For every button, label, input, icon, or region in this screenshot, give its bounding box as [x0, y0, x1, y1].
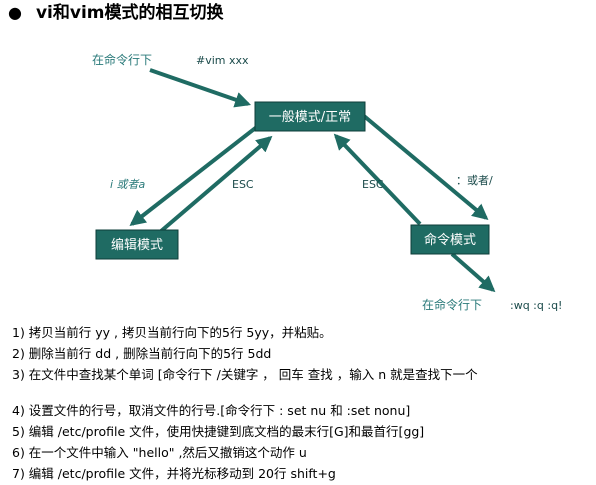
normal-mode-label: 一般模式/正常: [269, 109, 351, 125]
vim-command-label: #vim xxx: [196, 54, 249, 67]
mode-switch-diagram: 一般模式/正常 编辑模式 命令模式 在命令行下 #vim xxx i 或者a E…: [92, 52, 562, 312]
normal-mode-box: 一般模式/正常: [254, 101, 366, 132]
arrow-command-to-normal: [333, 133, 422, 226]
esc-right-label: ESC: [362, 178, 384, 191]
note-item-4: 4) 设置文件的行号，取消文件的行号.[命令行下 : set nu 和 :set…: [12, 403, 411, 418]
edit-mode-label: 编辑模式: [111, 238, 163, 253]
quit-commands-label: :wq :q :q!: [510, 299, 562, 312]
command-mode-label: 命令模式: [424, 232, 476, 248]
enter-command-label: ：或者/: [456, 174, 493, 187]
note-item-6: 6) 在一个文件中输入 "hello" ,然后又撤销这个动作 u: [12, 445, 307, 460]
edit-mode-box: 编辑模式: [95, 229, 179, 260]
title-text: vi和vim模式的相互切换: [35, 3, 224, 23]
arrow-normal-to-edit: [129, 124, 260, 226]
arrow-normal-to-command: [362, 114, 489, 221]
notes-list: 1) 拷贝当前行 yy , 拷贝当前行向下的5行 5yy，并粘贴。 2) 删除当…: [12, 322, 592, 484]
note-item-7: 7) 编辑 /etc/profile 文件，并将光标移动到 20行 shift+…: [12, 466, 336, 481]
page-title: ● vi和vim模式的相互切换: [8, 0, 224, 26]
bullet-icon: ●: [8, 3, 22, 22]
esc-left-label: ESC: [232, 178, 254, 191]
arrow-command-to-exit: [450, 252, 496, 293]
top-prompt-label: 在命令行下: [92, 52, 152, 67]
list-spacer: [12, 385, 592, 400]
enter-edit-label: i 或者a: [110, 178, 146, 191]
command-mode-box: 命令模式: [410, 224, 490, 255]
note-item-2: 2) 删除当前行 dd , 删除当前行向下的5行 5dd: [12, 346, 272, 361]
note-item-3: 3) 在文件中查找某个单词 [命令行下 /关键字 ， 回车 查找 ，输入 n 就…: [12, 367, 478, 382]
note-item-1: 1) 拷贝当前行 yy , 拷贝当前行向下的5行 5yy，并粘贴。: [12, 325, 332, 340]
note-item-5: 5) 编辑 /etc/profile 文件，使用快捷键到底文档的最末行[G]和最…: [12, 424, 425, 439]
arrow-start-to-normal: [149, 68, 252, 108]
bottom-prompt-label: 在命令行下: [422, 297, 482, 312]
arrow-edit-to-normal: [158, 135, 273, 234]
